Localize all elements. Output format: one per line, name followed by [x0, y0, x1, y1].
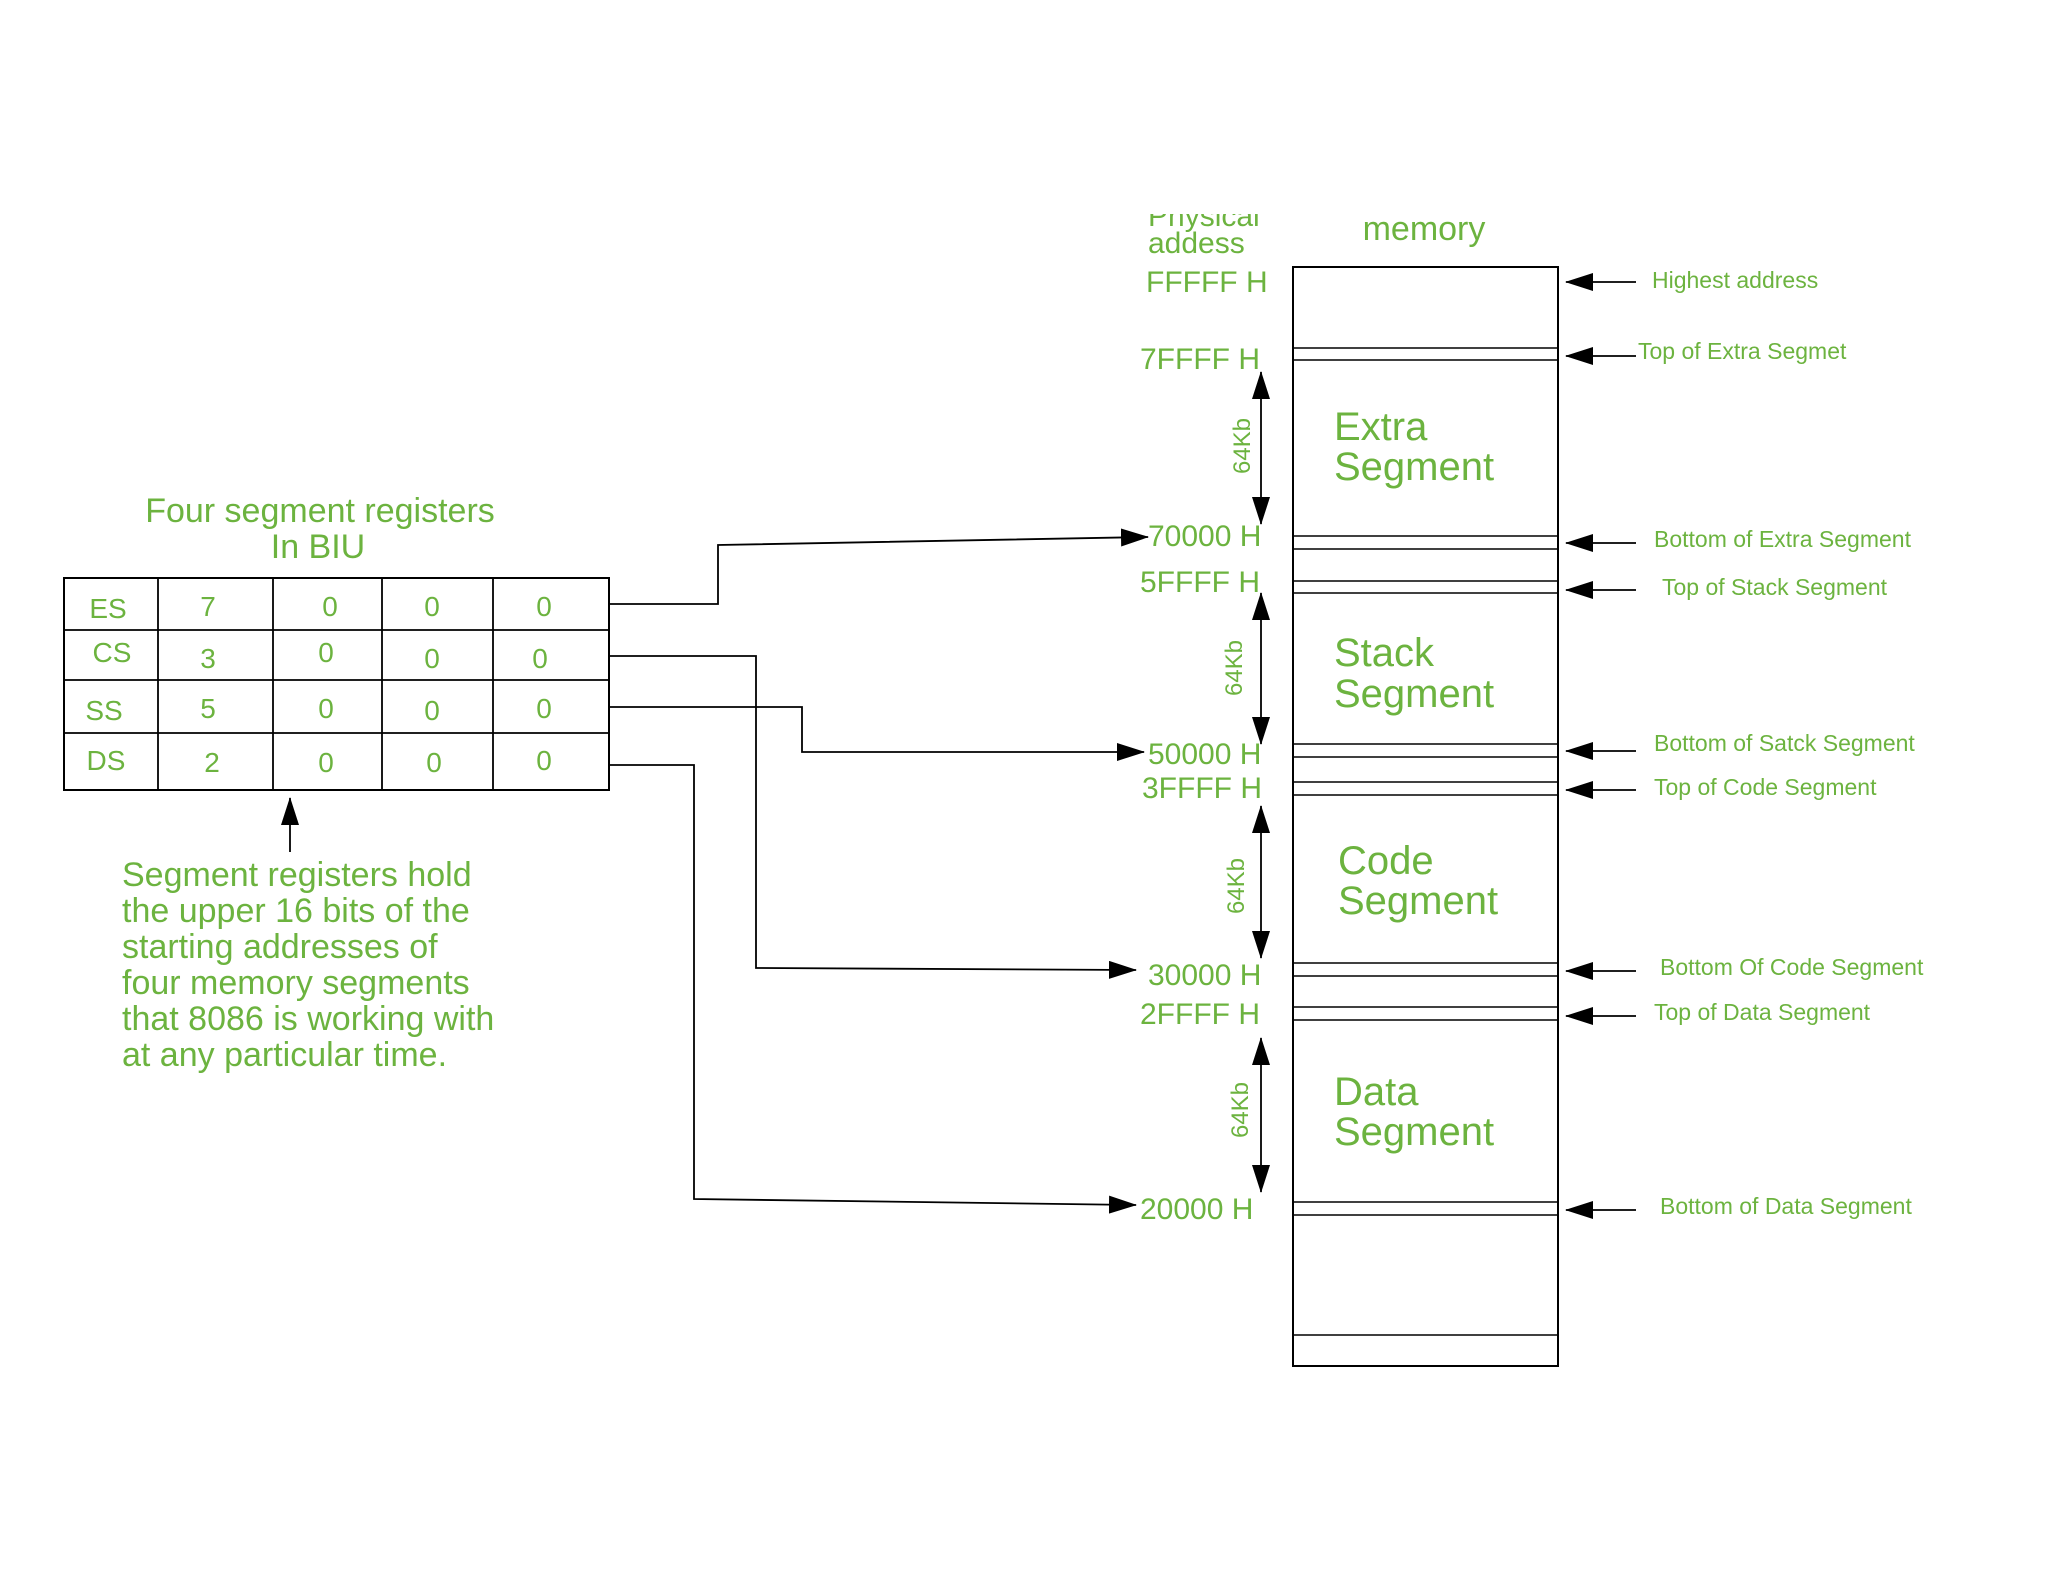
- register-digit: 0: [424, 643, 440, 674]
- header-physical: Physical: [1148, 200, 1260, 233]
- memory-column: [1292, 266, 1559, 1367]
- register-digit: 0: [532, 643, 548, 674]
- connector-cs: [609, 655, 1137, 979]
- register-digit: 0: [536, 745, 552, 776]
- registers-title-line1: Four segment registers: [145, 492, 495, 530]
- annotation-bottom-code: Bottom Of Code Segment: [1660, 954, 1924, 980]
- address-labels: FFFFF H 7FFFF H 70000 H 5FFFF H 50000 H …: [1140, 266, 1268, 1226]
- note-line: the upper 16 bits of the: [122, 892, 470, 930]
- size-label-code: 64Kb: [1223, 858, 1250, 914]
- address-20000: 20000 H: [1140, 1193, 1253, 1226]
- segment-extra-line2: Segment: [1334, 445, 1494, 489]
- connector-ds: [609, 764, 1137, 1214]
- memory-header: Physical addess memory: [1148, 200, 1486, 260]
- registers-title-line2: In BIU: [271, 528, 365, 566]
- note-line: four memory segments: [122, 964, 470, 1002]
- memory-boundaries: [1293, 347, 1558, 1336]
- segment-code-line1: Code: [1338, 839, 1434, 883]
- register-digit: 3: [200, 643, 216, 674]
- register-digit: 0: [322, 591, 338, 622]
- connector-es: [609, 528, 1149, 605]
- address-50000: 50000 H: [1148, 738, 1261, 771]
- register-digit: 0: [536, 591, 552, 622]
- address-2ffff: 2FFFF H: [1140, 998, 1260, 1031]
- address-5ffff: 5FFFF H: [1140, 566, 1260, 599]
- annotation-bottom-data: Bottom of Data Segment: [1660, 1193, 1912, 1219]
- register-row-ds: DS 2 0 0 0: [87, 745, 552, 778]
- note-line: Segment registers hold: [122, 856, 472, 894]
- register-note: Segment registers hold the upper 16 bits…: [122, 856, 494, 1074]
- size-label-extra: 64Kb: [1229, 418, 1256, 474]
- register-table: ES 7 0 0 0 CS 3 0 0 0 SS 5 0 0 0: [63, 577, 610, 791]
- annotation-highest: Highest address: [1652, 267, 1818, 293]
- register-row-es: ES 7 0 0 0: [89, 591, 551, 624]
- register-digit: 0: [424, 591, 440, 622]
- register-name: SS: [85, 695, 122, 726]
- annotation-top-data: Top of Data Segment: [1654, 999, 1871, 1025]
- register-digit: 0: [424, 695, 440, 726]
- address-70000: 70000 H: [1148, 520, 1261, 553]
- segment-labels: Extra Segment Stack Segment Code Segment…: [1334, 405, 1498, 1154]
- address-fffff: FFFFF H: [1146, 266, 1268, 299]
- header-memory: memory: [1363, 210, 1486, 248]
- register-row-ss: SS 5 0 0 0: [85, 693, 551, 726]
- register-digit: 0: [318, 693, 334, 724]
- register-connectors: [609, 528, 1149, 1214]
- segment-data-line1: Data: [1334, 1070, 1419, 1114]
- register-digit: 0: [536, 693, 552, 724]
- segment-extra-line1: Extra: [1334, 405, 1428, 449]
- size-label-data: 64Kb: [1227, 1082, 1254, 1138]
- header-address: addess: [1148, 227, 1245, 260]
- register-digit: 0: [318, 637, 334, 668]
- register-name: CS: [93, 637, 132, 668]
- note-line: starting addresses of: [122, 928, 438, 966]
- annotation-bottom-stack: Bottom of Satck Segment: [1654, 730, 1915, 756]
- register-name: ES: [89, 593, 126, 624]
- annotation-bottom-extra: Bottom of Extra Segment: [1654, 526, 1912, 552]
- segment-code-line2: Segment: [1338, 879, 1498, 923]
- register-digit: 5: [200, 693, 216, 724]
- register-block: Four segment registers In BIU ES 7 0 0 0: [63, 492, 610, 1074]
- segment-stack-line2: Segment: [1334, 672, 1494, 716]
- size-label-stack: 64Kb: [1221, 640, 1248, 696]
- connector-ss: [609, 706, 1145, 761]
- register-digit: 7: [200, 591, 216, 622]
- annotation-arrows: [1565, 273, 1636, 1219]
- annotation-top-stack: Top of Stack Segment: [1662, 574, 1888, 600]
- annotation-top-extra: Top of Extra Segmet: [1638, 338, 1847, 364]
- segment-stack-line1: Stack: [1334, 631, 1435, 675]
- register-digit: 0: [318, 747, 334, 778]
- memory-map: Physical addess memory: [1140, 200, 1924, 1367]
- note-line: at any particular time.: [122, 1036, 447, 1074]
- address-7ffff: 7FFFF H: [1140, 343, 1260, 376]
- address-3ffff: 3FFFF H: [1142, 772, 1262, 805]
- annotation-labels: Highest address Top of Extra Segmet Bott…: [1638, 267, 1924, 1219]
- register-digit: 0: [426, 747, 442, 778]
- register-digit: 2: [204, 747, 220, 778]
- register-row-cs: CS 3 0 0 0: [93, 637, 548, 674]
- size-arrows: 64Kb 64Kb 64Kb 64Kb: [1221, 371, 1270, 1193]
- annotation-top-code: Top of Code Segment: [1654, 774, 1877, 800]
- note-line: that 8086 is working with: [122, 1000, 494, 1038]
- register-name: DS: [87, 745, 126, 776]
- segment-data-line2: Segment: [1334, 1110, 1494, 1154]
- address-30000: 30000 H: [1148, 959, 1261, 992]
